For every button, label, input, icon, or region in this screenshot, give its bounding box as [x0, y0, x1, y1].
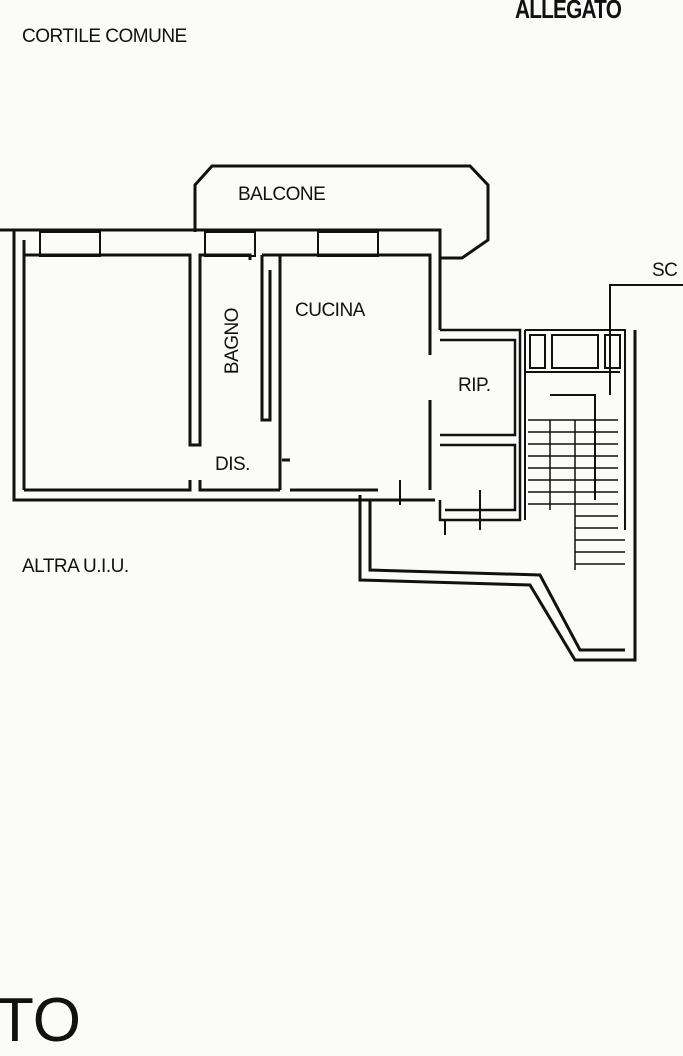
- staircase-pointer-line: [609, 284, 683, 395]
- outer-wall-left: [12, 230, 435, 502]
- balcony-outline: [193, 164, 490, 260]
- balcone-label: BALCONE: [238, 184, 326, 205]
- dis-label: DIS.: [215, 454, 250, 475]
- window-marks: [39, 231, 379, 257]
- door-marks: [399, 480, 481, 535]
- altra-uiu-label: ALTRA U.I.U.: [22, 556, 129, 577]
- outer-wall-top: [0, 228, 442, 330]
- bagno-label: BAGNO: [222, 307, 244, 375]
- floor-plan: [0, 164, 683, 662]
- rip-label: RIP.: [458, 375, 491, 396]
- sc-label: SC: [652, 260, 678, 281]
- room-walls: [24, 253, 432, 492]
- allegato-title: ALLEGATO: [515, 0, 622, 24]
- external-area-outline: [358, 330, 637, 662]
- footer-text-fragment: TO: [0, 986, 81, 1055]
- cucina-label: CUCINA: [295, 300, 365, 321]
- stair-steps: [528, 419, 625, 570]
- cortile-comune-label: CORTILE COMUNE: [22, 26, 187, 47]
- stair-walls: [524, 329, 626, 530]
